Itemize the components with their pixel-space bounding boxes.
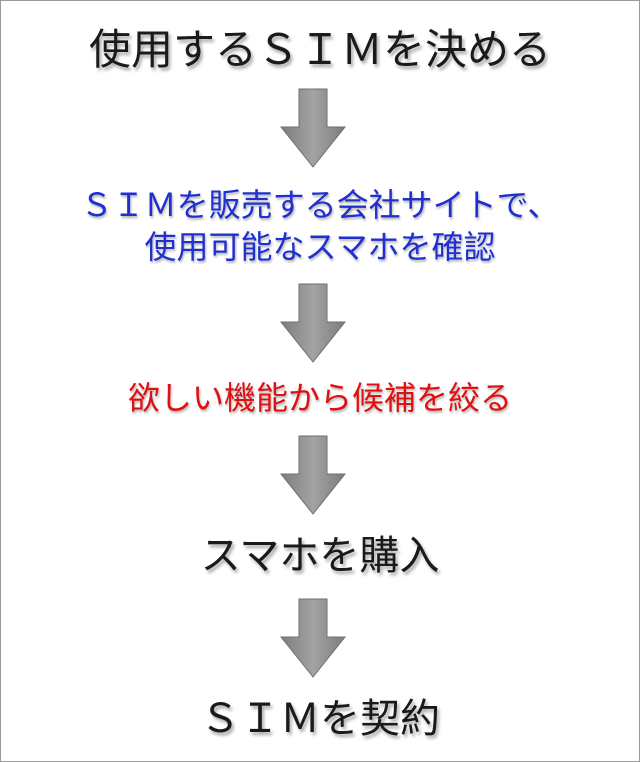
down-arrow-icon [279,598,347,678]
step-check-phones-line-2: 使用可能なスマホを確認 [144,228,496,266]
step-choose-sim: 使用するＳＩＭを決める [1,21,639,79]
down-arrow-icon [279,435,347,515]
step-contract-sim-text: ＳＩＭを契約 [200,696,440,742]
step-buy-phone-text: スマホを購入 [200,533,440,579]
down-arrow-icon [279,283,347,363]
step-check-phones-line-1: ＳＩＭを販売する会社サイトで、 [80,186,560,224]
step-narrow-candidates-text: 欲しい機能から候補を絞る [127,379,512,417]
step-choose-sim-text: 使用するＳＩＭを決める [88,25,551,74]
step-buy-phone: スマホを購入 [1,527,639,585]
step-narrow-candidates: 欲しい機能から候補を絞る [1,375,639,421]
step-check-phones: ＳＩＭを販売する会社サイトで、 使用可能なスマホを確認 [1,184,639,268]
down-arrow-icon [279,88,347,168]
step-contract-sim: ＳＩＭを契約 [1,691,639,747]
